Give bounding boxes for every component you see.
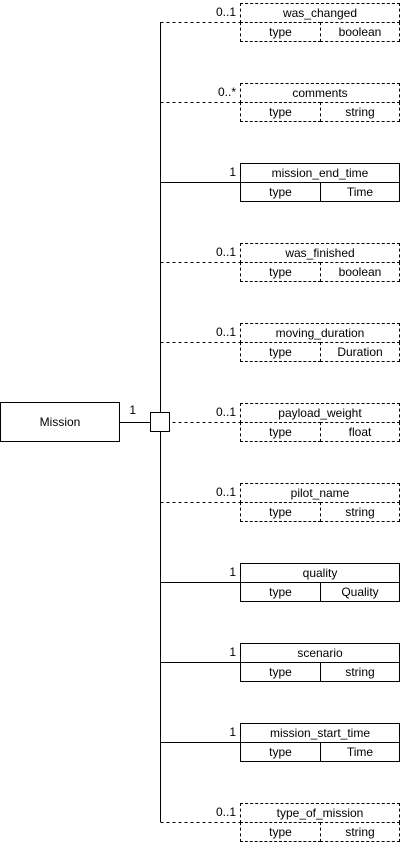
attribute-name: scenario: [297, 646, 343, 660]
multiplicity-label: 0..1: [215, 485, 236, 499]
type-value-cell: Quality: [320, 582, 400, 602]
attribute-name: moving_duration: [275, 326, 365, 340]
type-key-cell: type: [240, 582, 321, 602]
attribute-name: type_of_mission: [276, 806, 364, 820]
attribute-name: was_changed: [282, 6, 358, 20]
attribute-name-header: scenario: [240, 643, 400, 663]
attribute-name-header: mission_start_time: [240, 723, 400, 743]
attribute-name-header: type_of_mission: [240, 803, 400, 823]
multiplicity-label: 1: [229, 725, 236, 739]
type-key-cell: type: [240, 262, 321, 282]
multiplicity-label: 1: [229, 565, 236, 579]
type-value-cell: float: [320, 422, 400, 442]
multiplicity-label: 0..1: [215, 245, 236, 259]
type-value-cell: boolean: [320, 22, 400, 42]
multiplicity-label: 0..1: [215, 405, 236, 419]
attribute-name-header: comments: [240, 83, 400, 103]
attribute-name: pilot_name: [290, 486, 350, 500]
attribute-name: was_finished: [285, 246, 355, 260]
attribute-name-header: was_changed: [240, 3, 400, 23]
attribute-name: mission_end_time: [271, 166, 369, 180]
attribute-name-header: mission_end_time: [240, 163, 400, 183]
attribute-name-header: was_finished: [240, 243, 400, 263]
attribute-name-header: quality: [240, 563, 400, 583]
type-value-cell: Time: [320, 742, 400, 762]
type-key-cell: type: [240, 182, 321, 202]
mission-entity-label: Mission: [39, 415, 81, 429]
multiplicity-label: 1: [229, 165, 236, 179]
type-value-cell: string: [320, 102, 400, 122]
root-multiplicity: 1: [129, 403, 136, 417]
attribute-name: comments: [292, 86, 348, 100]
type-value-cell: string: [320, 662, 400, 682]
multiplicity-label: 0..1: [215, 5, 236, 19]
type-key-cell: type: [240, 422, 321, 442]
multiplicity-label: 0..1: [215, 805, 236, 819]
type-value-cell: boolean: [320, 262, 400, 282]
type-value-cell: Time: [320, 182, 400, 202]
multiplicity-label: 1: [229, 645, 236, 659]
type-key-cell: type: [240, 742, 321, 762]
attribute-name-header: moving_duration: [240, 323, 400, 343]
type-value-cell: string: [320, 502, 400, 522]
attribute-name: quality: [302, 566, 338, 580]
attribute-name: mission_start_time: [269, 726, 371, 740]
multiplicity-label: 0..*: [217, 85, 236, 99]
mission-entity-box[interactable]: Mission: [0, 402, 120, 442]
aggregation-node: [150, 412, 170, 432]
type-key-cell: type: [240, 22, 321, 42]
type-value-cell: Duration: [320, 342, 400, 362]
type-key-cell: type: [240, 662, 321, 682]
type-value-cell: string: [320, 822, 400, 842]
type-key-cell: type: [240, 502, 321, 522]
type-key-cell: type: [240, 102, 321, 122]
type-key-cell: type: [240, 822, 321, 842]
multiplicity-label: 0..1: [215, 325, 236, 339]
attribute-name: payload_weight: [278, 406, 362, 420]
type-key-cell: type: [240, 342, 321, 362]
attribute-name-header: payload_weight: [240, 403, 400, 423]
attribute-name-header: pilot_name: [240, 483, 400, 503]
